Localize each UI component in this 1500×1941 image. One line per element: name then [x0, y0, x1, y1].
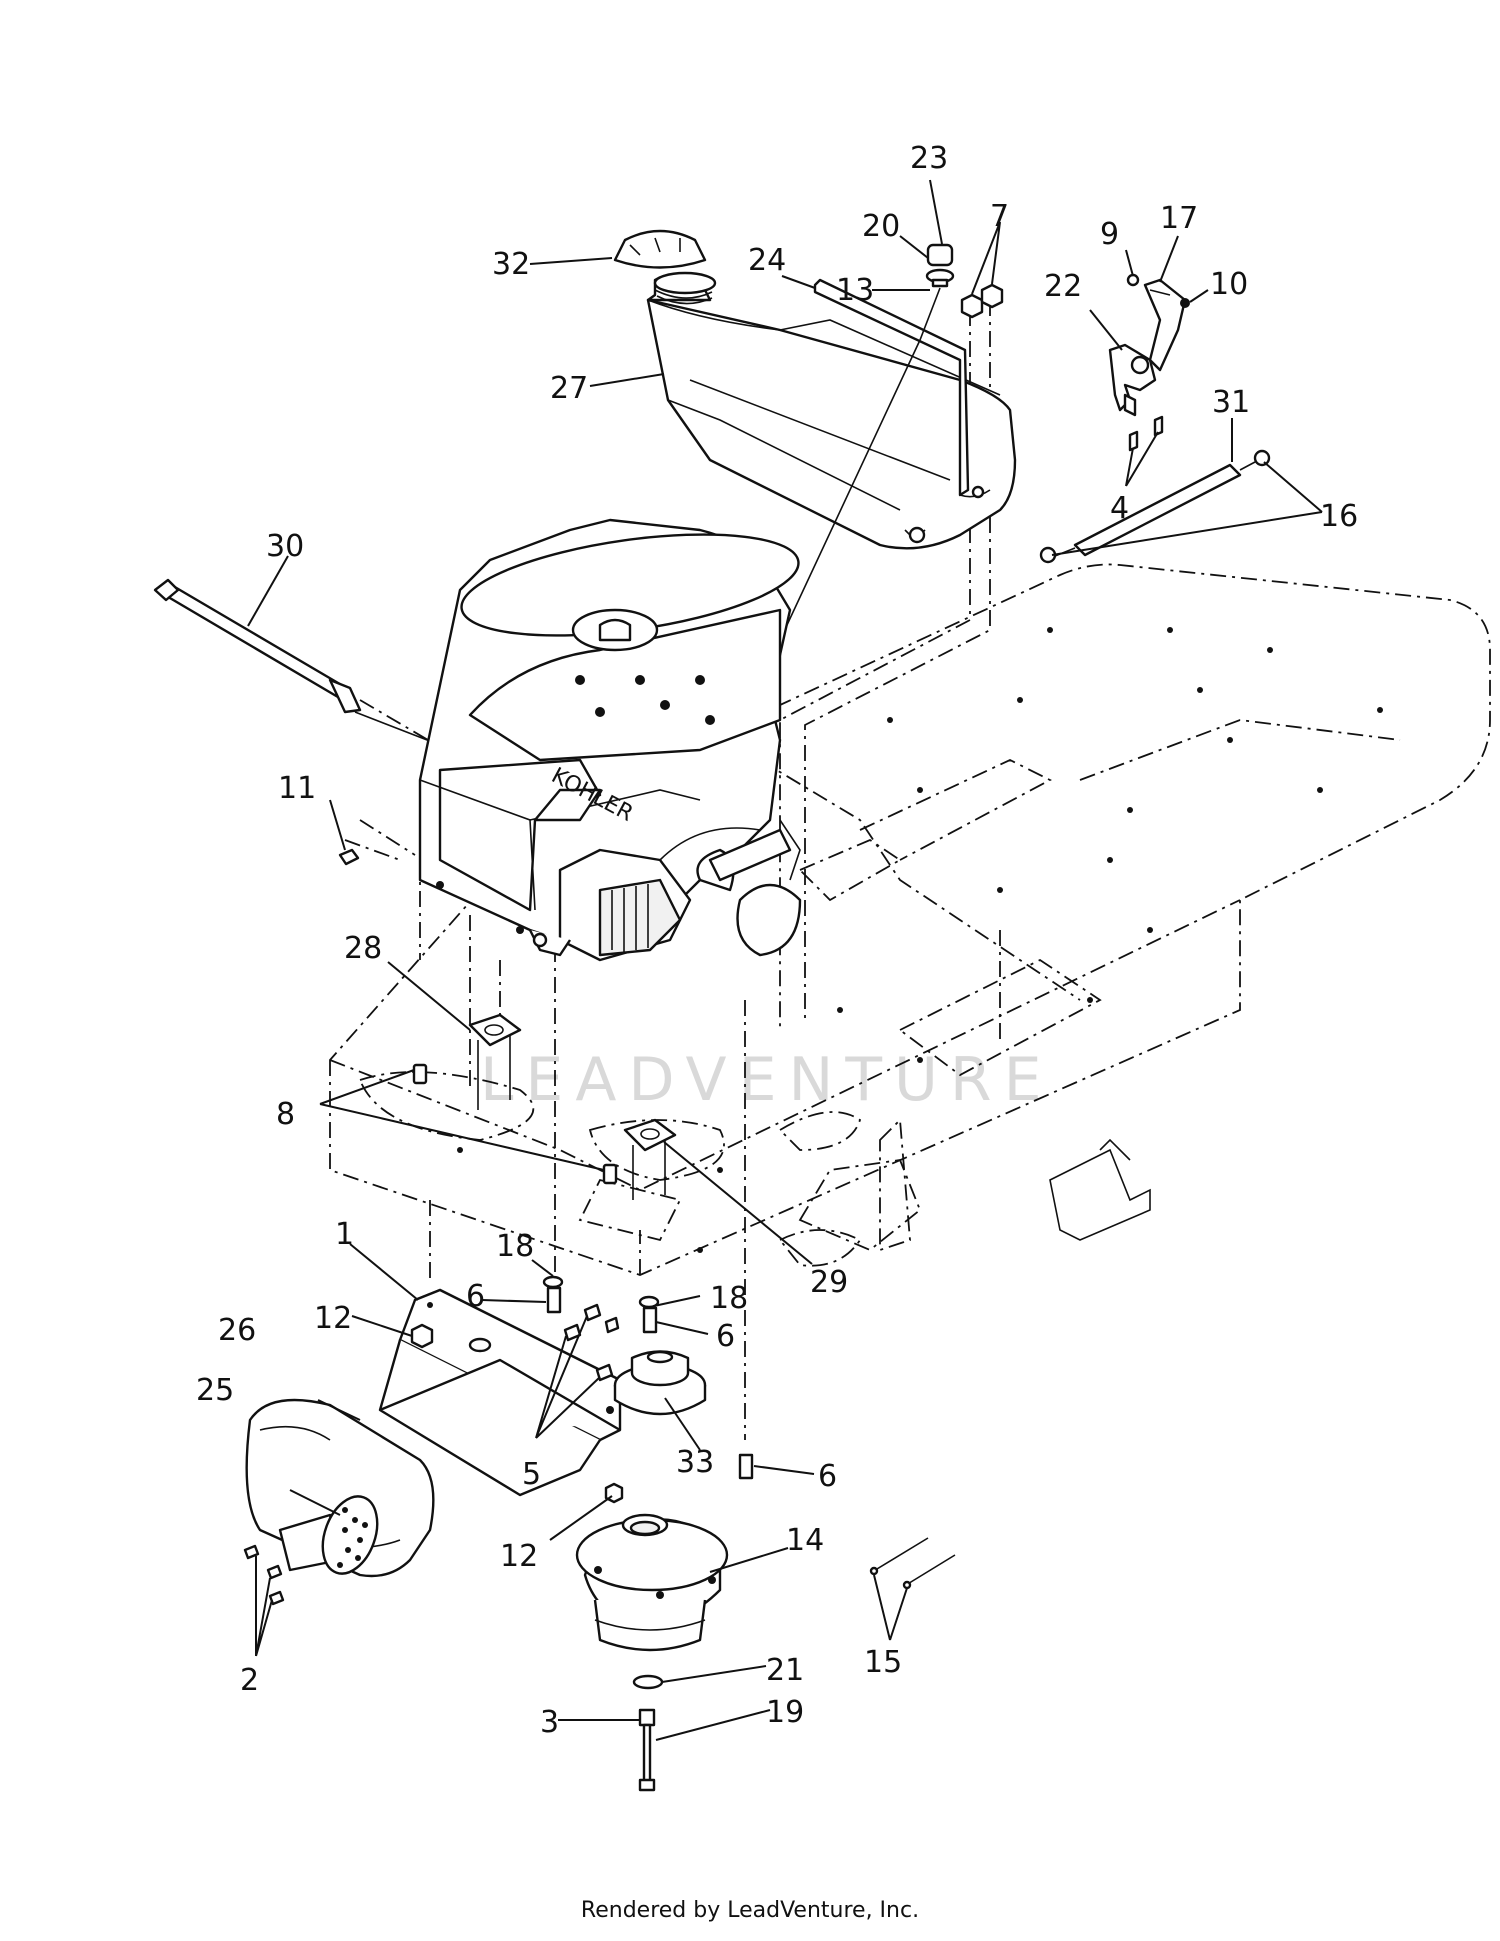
callout-29: 29 [810, 1265, 848, 1300]
callout-6-bottom: 6 [818, 1459, 837, 1494]
callout-6-left: 6 [466, 1279, 485, 1314]
tank-strap[interactable] [813, 278, 991, 499]
callout-7: 7 [990, 199, 1009, 234]
callout-11: 11 [278, 771, 316, 806]
muffler-screws[interactable] [243, 1544, 285, 1606]
callout-33: 33 [676, 1445, 714, 1480]
throttle-cable[interactable] [1039, 449, 1271, 564]
callout-23: 23 [910, 141, 948, 176]
callout-3: 3 [540, 1705, 559, 1740]
callout-28: 28 [344, 931, 382, 966]
pulley[interactable] [613, 1350, 707, 1416]
throttle-control[interactable] [1108, 273, 1190, 452]
callout-26: 26 [218, 1313, 256, 1348]
callout-14: 14 [786, 1523, 824, 1558]
keys[interactable] [869, 1537, 956, 1590]
muffler[interactable] [245, 1398, 435, 1581]
callout-24: 24 [748, 243, 786, 278]
callout-18-left: 18 [496, 1229, 534, 1264]
callout-2: 2 [240, 1663, 259, 1698]
callout-32: 32 [492, 247, 530, 282]
deck-bolts[interactable] [412, 1063, 618, 1185]
callout-6-mid: 6 [716, 1319, 735, 1354]
heat-shield[interactable] [378, 1288, 622, 1497]
callout-20: 20 [862, 209, 900, 244]
exhaust-gasket-right[interactable] [623, 1118, 677, 1200]
callout-27: 27 [550, 371, 588, 406]
clutch-bolt[interactable] [638, 1708, 656, 1792]
watermark: LEADVENTURE [480, 1045, 1054, 1115]
callout-18-right: 18 [710, 1281, 748, 1316]
callout-30: 30 [266, 529, 304, 564]
callout-15: 15 [864, 1645, 902, 1680]
clutch-washer[interactable] [632, 1674, 664, 1690]
callout-25: 25 [196, 1373, 234, 1408]
callout-21: 21 [766, 1653, 804, 1688]
electric-clutch[interactable] [575, 1513, 729, 1652]
callout-19: 19 [766, 1695, 804, 1730]
callout-17: 17 [1160, 201, 1198, 236]
callout-8: 8 [276, 1097, 295, 1132]
pto-bolts[interactable] [546, 1286, 754, 1480]
footer-credit: Rendered by LeadVenture, Inc. [580, 1898, 920, 1923]
callout-12-bottom: 12 [500, 1539, 538, 1574]
shield-nuts[interactable] [410, 1323, 624, 1504]
callout-13: 13 [836, 273, 874, 308]
callout-22: 22 [1044, 269, 1082, 304]
callout-9: 9 [1100, 217, 1119, 252]
callout-10: 10 [1210, 267, 1248, 302]
dipstick-tube[interactable] [153, 578, 441, 746]
callout-31: 31 [1212, 385, 1250, 420]
callout-1: 1 [335, 1217, 354, 1252]
fuel-cap[interactable] [613, 229, 707, 269]
callout-labels: 32 27 24 13 20 23 7 9 17 22 10 31 4 16 3… [196, 141, 1358, 1740]
engine-bolt[interactable] [338, 848, 360, 866]
callout-12-top: 12 [314, 1301, 352, 1336]
leader-lines [247, 179, 1323, 1741]
engine[interactable]: KOHLER [418, 517, 805, 962]
tank-nuts[interactable] [960, 283, 1004, 319]
callout-16: 16 [1320, 499, 1358, 534]
callout-4: 4 [1110, 491, 1129, 526]
callout-5: 5 [522, 1457, 541, 1492]
exhaust-gasket-left[interactable] [468, 1013, 522, 1110]
fuel-tank[interactable] [646, 271, 1017, 550]
